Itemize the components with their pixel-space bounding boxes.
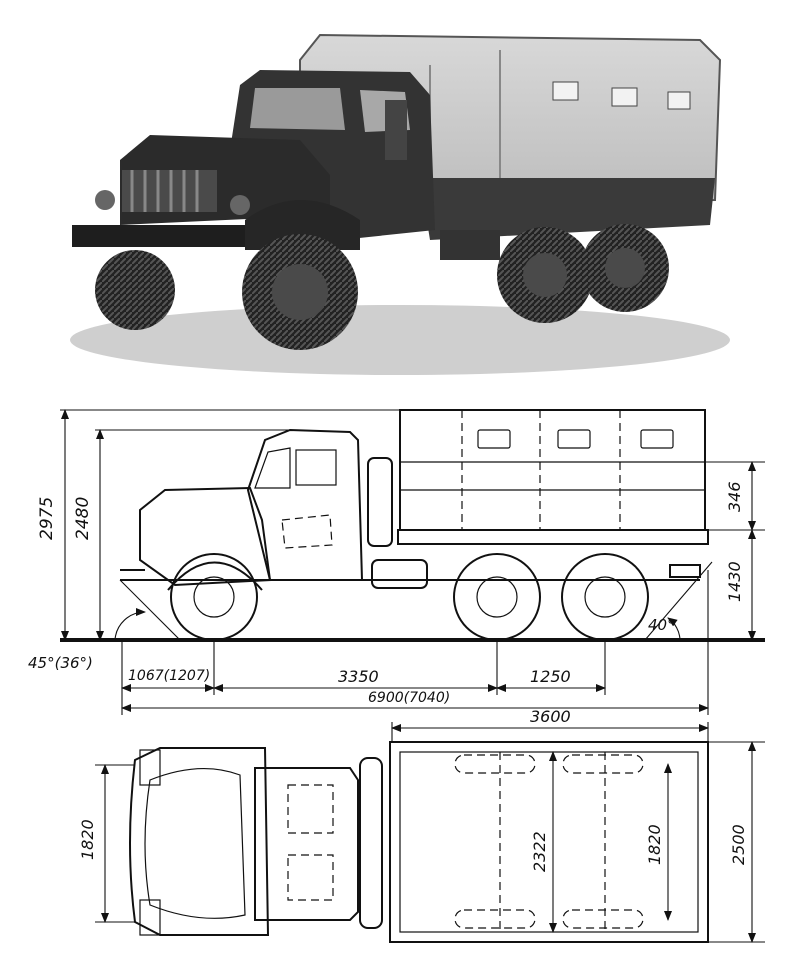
- departure-angle-arc: [667, 617, 681, 641]
- windshield: [254, 447, 291, 489]
- approach-angle-label: 45°(36°): [28, 654, 93, 672]
- headlight-left: [95, 190, 115, 210]
- top-hood-inner: [144, 768, 246, 919]
- rear-wheel-hub: [584, 576, 626, 618]
- front-wheel: [170, 553, 258, 641]
- rear-hook: [669, 564, 701, 578]
- tarp-window-2: [611, 87, 638, 107]
- body-window-1: [477, 429, 511, 449]
- platform-height-label: 1430: [725, 561, 744, 602]
- departure-angle-line: [644, 561, 713, 641]
- side-cab: [246, 428, 364, 581]
- top-wheel-3: [454, 909, 536, 929]
- front-bumper: [72, 225, 262, 247]
- hub-rear: [605, 248, 645, 288]
- door-outline: [281, 514, 333, 549]
- body-length-label: 3600: [530, 707, 571, 726]
- sideboard-label: 346: [725, 481, 744, 512]
- side-hood: [139, 486, 272, 587]
- overall-height-label: 2975: [37, 497, 57, 540]
- inner-width-label: 2322: [530, 831, 549, 872]
- approach-angle-arc: [114, 607, 146, 641]
- cab-window: [250, 88, 345, 130]
- side-cab-window: [295, 449, 337, 486]
- front-track-label: 1820: [78, 819, 97, 860]
- front-wheel-hub: [193, 576, 235, 618]
- air-filter: [385, 100, 407, 160]
- side-view: 2975 2480 346 1430 45°(36°) 40° 1067(120…: [28, 409, 765, 715]
- middle-wheel-hub: [476, 576, 518, 618]
- body-width-label: 2500: [729, 824, 748, 865]
- headlight-right: [230, 195, 250, 215]
- top-view: 1820 3600 2322 1820 2500: [78, 707, 765, 943]
- top-cab: [254, 767, 359, 921]
- ground-shadow: [70, 305, 730, 375]
- middle-wheel: [453, 553, 541, 641]
- top-wheel-1: [454, 754, 536, 774]
- top-cargo-body: [389, 741, 709, 943]
- air-filter-side: [367, 457, 393, 547]
- wheelbase-label: 3350: [338, 667, 379, 686]
- fuel-tank-side: [371, 559, 428, 589]
- front-fender: [245, 200, 360, 250]
- top-cab-back: [359, 757, 383, 929]
- departure-angle-label: 40°: [648, 616, 675, 634]
- tarp-window-1: [552, 81, 579, 101]
- overall-length-label: 6900(7040): [368, 690, 450, 706]
- hub-front-right: [272, 264, 328, 320]
- rear-track-label: 1820: [645, 824, 664, 865]
- cargo-body: [399, 409, 706, 531]
- front-wheel-arch: [167, 561, 263, 591]
- truck-photo: [70, 33, 730, 375]
- axle-spacing-label: 1250: [530, 667, 571, 686]
- tarp-window-3: [667, 91, 691, 110]
- body-window-3: [640, 429, 674, 449]
- top-hood: [129, 747, 270, 936]
- top-front-wheel-left: [139, 749, 161, 786]
- cab-roof-panel-2: [287, 854, 334, 901]
- top-front-wheel-right: [139, 899, 161, 936]
- wheel-front-left: [95, 250, 175, 330]
- hub-middle: [523, 253, 567, 297]
- front-overhang-label: 1067(1207): [128, 668, 210, 684]
- body-window-2: [557, 429, 591, 449]
- fuel-tank: [440, 230, 500, 260]
- cab-height-label: 2480: [73, 497, 93, 540]
- cab-roof-panel-1: [287, 784, 334, 834]
- top-wheel-4: [562, 909, 644, 929]
- grille-bars: [130, 170, 199, 212]
- approach-angle-line: [119, 579, 181, 641]
- cargo-platform: [420, 178, 715, 240]
- top-wheel-2: [562, 754, 644, 774]
- rear-wheel: [561, 553, 649, 641]
- platform-floor: [397, 529, 709, 545]
